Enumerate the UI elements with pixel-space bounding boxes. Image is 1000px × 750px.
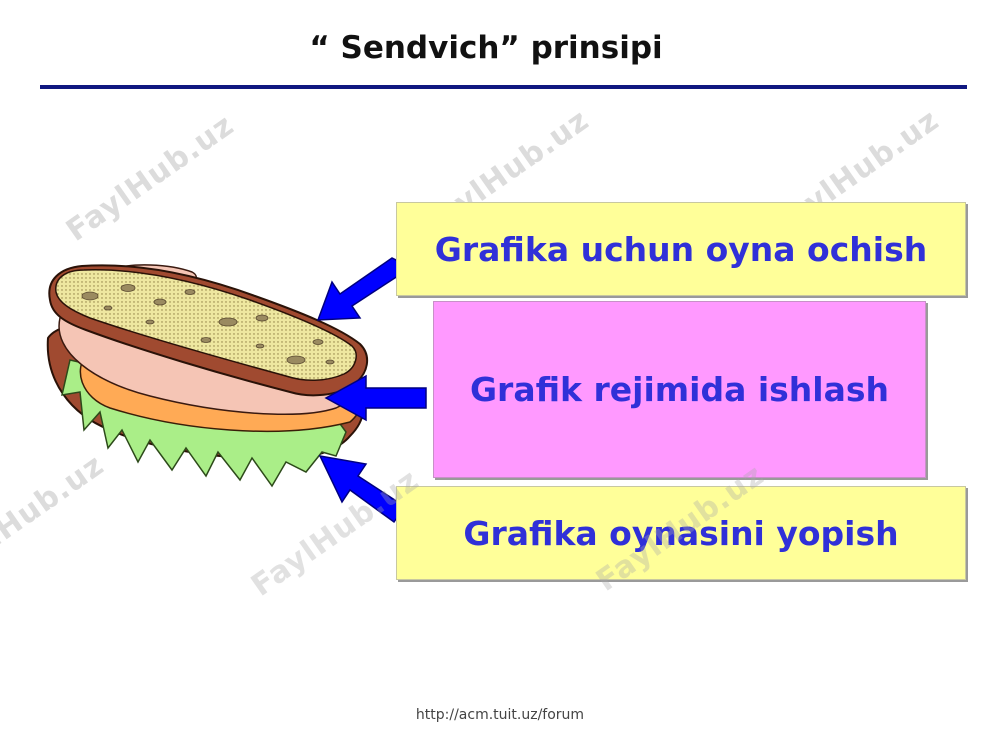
step-close-window-label: Grafika oynasini yopish — [463, 513, 899, 553]
slide-title: “ Sendvich” prinsipi — [309, 30, 663, 66]
footer-url: http://acm.tuit.uz/forum — [415, 707, 585, 723]
title-underline — [40, 85, 967, 89]
step-work-graphics: Grafik rejimida ishlash — [433, 301, 926, 478]
step-open-window-label: Grafika uchun oyna ochish — [434, 229, 928, 269]
step-close-window: Grafika oynasini yopish — [396, 486, 966, 580]
sandwich-icon — [46, 264, 369, 488]
step-work-graphics-label: Grafik rejimida ishlash — [469, 370, 890, 409]
arrow-icon — [316, 257, 427, 524]
step-open-window: Grafika uchun oyna ochish — [396, 202, 966, 296]
